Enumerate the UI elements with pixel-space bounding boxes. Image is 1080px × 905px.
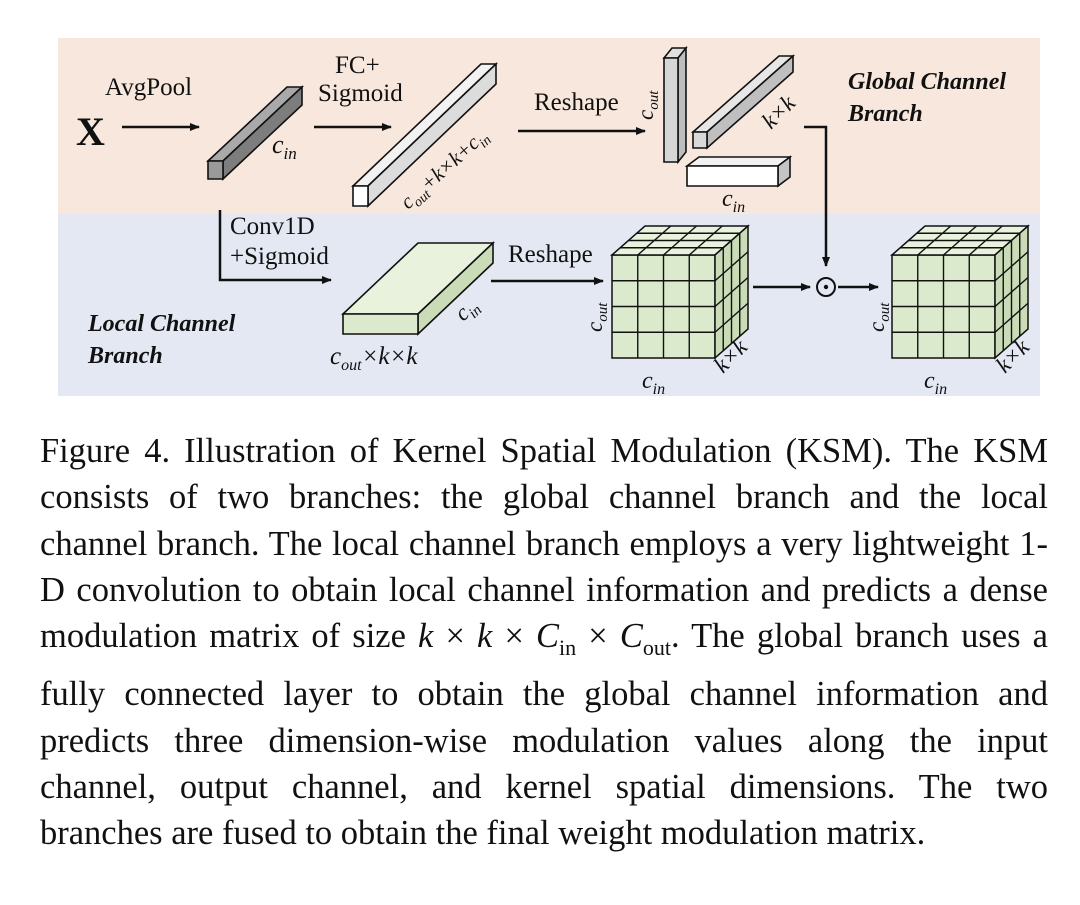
dim-label-local-vector: cout×k×k bbox=[330, 343, 418, 374]
conv-arrow bbox=[218, 210, 332, 284]
reshape-top-label: Reshape bbox=[534, 89, 619, 116]
global-cout-vector bbox=[662, 45, 688, 165]
dim-label-c-in-cube1: cin bbox=[642, 368, 665, 398]
fc-label-line2: Sigmoid bbox=[318, 80, 403, 107]
local-branch-band bbox=[58, 214, 1040, 396]
caption-math-c-in: C bbox=[536, 617, 560, 656]
cube-grid-line bbox=[994, 276, 1029, 308]
global-kxk-vector bbox=[690, 54, 796, 150]
global-branch-band bbox=[58, 38, 1040, 214]
cube-grid-line bbox=[688, 225, 723, 256]
local-vector-slab bbox=[340, 241, 496, 336]
cube-grid-line bbox=[968, 225, 1003, 256]
conv-label-line2: +Sigmoid bbox=[230, 243, 329, 270]
local-modulation-cube bbox=[610, 224, 750, 360]
fuse-operator bbox=[816, 277, 836, 297]
caption-times1: × bbox=[433, 617, 478, 656]
dim-label-c-out-global: cout bbox=[633, 90, 662, 120]
local-branch-label-line2: Branch bbox=[87, 343, 163, 369]
conv-label-line1: Conv1D bbox=[230, 213, 315, 240]
pooled-vector bbox=[205, 85, 305, 181]
ksm-figure: X AvgPool cin FC+ Sigmoid cout+k×k+cin R… bbox=[0, 0, 1080, 410]
figure-caption: Figure 4. Illustration of Kernel Spatial… bbox=[40, 428, 1048, 857]
output-modulation-cube bbox=[890, 224, 1030, 360]
global-branch-label-line1: Global Channel bbox=[848, 69, 1006, 95]
local-branch-label-line1: Local Channel bbox=[87, 311, 236, 337]
input-x: X bbox=[76, 109, 105, 154]
caption-math-c-out-sub: out bbox=[642, 635, 671, 661]
dim-label-c-out-cube1: cout bbox=[582, 302, 611, 332]
reshape-bottom-label: Reshape bbox=[508, 241, 593, 268]
caption-text-lead: Figure 4. Illustration of Kernel Spatial… bbox=[40, 432, 1048, 656]
dim-label-c-in-global: cin bbox=[722, 186, 745, 216]
global-branch-label-line2: Branch bbox=[847, 101, 923, 127]
caption-text-tail: . The global branch uses a fully connect… bbox=[40, 617, 1048, 853]
fc-label-line1: FC+ bbox=[335, 52, 380, 79]
caption-math-c-out: C bbox=[619, 617, 643, 656]
cube-grid-line bbox=[714, 276, 749, 308]
caption-times2: × bbox=[492, 617, 537, 656]
caption-math-k2: k bbox=[477, 617, 493, 656]
dim-label-c-in-pooled: cin bbox=[272, 130, 297, 163]
dim-label-c-out-cube2: cout bbox=[864, 302, 893, 332]
cube-grid-line bbox=[714, 302, 749, 333]
global-to-fuse-arrow bbox=[804, 125, 830, 267]
caption-times3: × bbox=[576, 617, 620, 656]
caption-math-k1: k bbox=[418, 617, 434, 656]
cube-grid-line bbox=[994, 302, 1029, 333]
fc-output-vector bbox=[351, 62, 498, 208]
fuse-operator-dot bbox=[823, 284, 829, 290]
caption-math-c-in-sub: in bbox=[559, 635, 577, 661]
dim-label-c-in-cube2: cin bbox=[924, 368, 947, 398]
avgpool-label: AvgPool bbox=[105, 74, 192, 101]
global-cin-vector bbox=[684, 155, 793, 188]
